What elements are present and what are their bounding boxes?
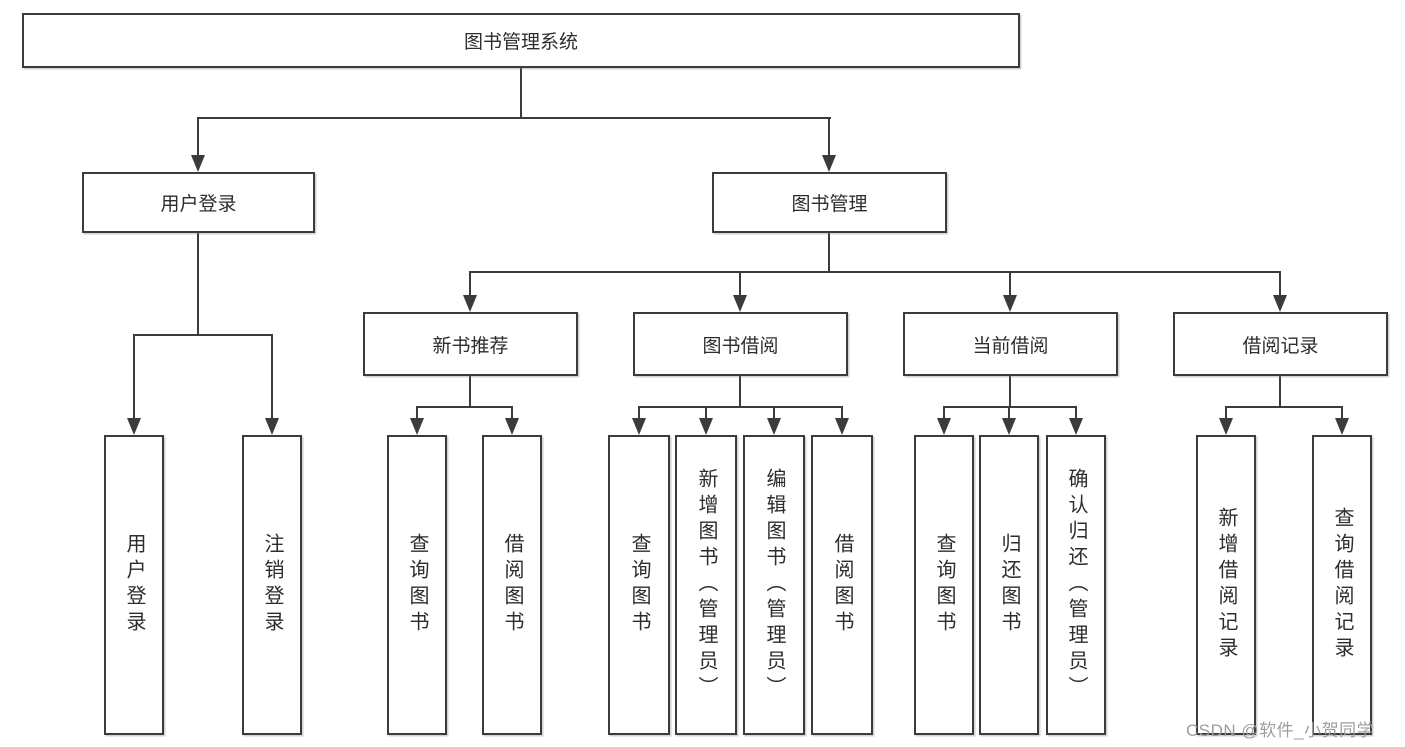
connector-line [1075,406,1077,420]
arrow-down-icon [1273,295,1287,312]
node-library-management-system: 图书管理系统 [22,13,1020,68]
connector-line [638,406,640,420]
leaf-query-books-current: 查询图书 [914,435,974,735]
node-label: 新增图书（管理员） [695,468,717,702]
arrow-down-icon [699,418,713,435]
arrow-down-icon [835,418,849,435]
arrow-down-icon [1219,418,1233,435]
leaf-logout: 注销登录 [242,435,302,735]
leaf-query-books-borrow: 查询图书 [608,435,670,735]
arrow-down-icon [1335,418,1349,435]
node-label: 查询图书 [933,533,955,637]
connector-line [469,271,471,297]
node-label: 注销登录 [261,533,283,637]
node-label: 借阅图书 [831,533,853,637]
connector-line [1279,271,1281,297]
node-label: 用户登录 [160,194,237,215]
node-label: 新增借阅记录 [1215,507,1237,663]
connector-line [705,406,707,420]
arrow-down-icon [505,418,519,435]
connector-line [638,406,843,408]
node-label: 借阅图书 [501,533,523,637]
connector-line [943,406,945,420]
arrow-down-icon [632,418,646,435]
node-label: 图书管理 [791,194,868,215]
connector-line [133,334,273,336]
node-label: 借阅记录 [1242,335,1319,357]
connector-line [469,376,471,407]
node-label: 查询借阅记录 [1331,507,1353,663]
node-borrow-records: 借阅记录 [1173,312,1388,376]
node-book-management: 图书管理 [712,172,947,233]
node-label: 新书推荐 [432,335,509,357]
node-book-borrow: 图书借阅 [633,312,848,376]
connector-line [416,406,418,420]
leaf-query-borrow-record: 查询借阅记录 [1312,435,1372,735]
node-label: 图书管理系统 [463,32,578,53]
node-label: 确认归还（管理员） [1065,468,1087,702]
arrow-down-icon [265,418,279,435]
leaf-add-books-admin: 新增图书（管理员） [675,435,737,735]
node-current-borrow: 当前借阅 [903,312,1118,376]
connector-line [943,406,1077,408]
arrow-down-icon [733,295,747,312]
arrow-down-icon [767,418,781,435]
csdn-watermark: CSDN @软件_小贺同学 [1186,721,1375,740]
connector-line [828,233,830,273]
node-label: 用户登录 [123,533,145,637]
connector-line [271,334,273,418]
arrow-down-icon [937,418,951,435]
connector-line [773,406,775,420]
connector-line [1279,376,1281,407]
connector-line [133,334,135,418]
arrow-down-icon [127,418,141,435]
arrow-down-icon [1069,418,1083,435]
connector-line [739,376,741,407]
node-label: 编辑图书（管理员） [763,468,785,702]
connector-line [739,271,741,297]
leaf-edit-books-admin: 编辑图书（管理员） [743,435,805,735]
leaf-borrow-books: 借阅图书 [811,435,873,735]
leaf-add-borrow-record: 新增借阅记录 [1196,435,1256,735]
node-label: 查询图书 [628,533,650,637]
node-user-login: 用户登录 [82,172,315,233]
connector-line [1009,376,1011,407]
leaf-return-books: 归还图书 [979,435,1039,735]
connector-line [828,117,830,157]
arrow-down-icon [1003,295,1017,312]
connector-line [520,68,522,118]
connector-line [197,233,199,335]
connector-line [841,406,843,420]
connector-line [511,406,513,420]
connector-line [416,406,513,408]
arrow-down-icon [463,295,477,312]
node-label: 查询图书 [406,533,428,637]
connector-line [1225,406,1343,408]
connector-line [1009,271,1011,297]
connector-line [1225,406,1227,420]
leaf-borrow-books-recommend: 借阅图书 [482,435,542,735]
arrow-down-icon [1002,418,1016,435]
leaf-query-books-recommend: 查询图书 [387,435,447,735]
connector-line [197,117,199,157]
arrow-down-icon [822,155,836,172]
leaf-confirm-return-admin: 确认归还（管理员） [1046,435,1106,735]
connector-line [1341,406,1343,420]
connector-line [1008,406,1010,420]
node-new-book-recommend: 新书推荐 [363,312,578,376]
node-label: 图书借阅 [702,335,779,357]
connector-line [469,271,1281,273]
node-label: 归还图书 [998,533,1020,637]
arrow-down-icon [410,418,424,435]
arrow-down-icon [191,155,205,172]
node-label: 当前借阅 [972,335,1049,357]
connector-line [197,117,831,119]
leaf-user-login: 用户登录 [104,435,164,735]
